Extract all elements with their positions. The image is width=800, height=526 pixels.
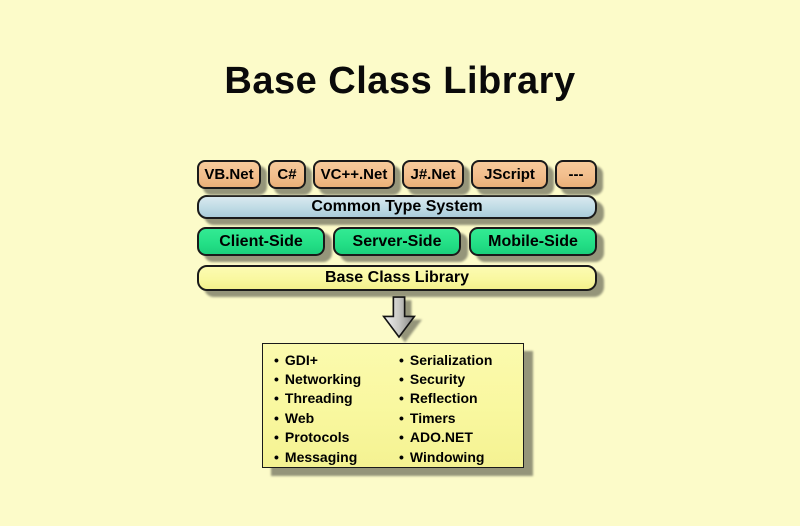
feature-item: • Reflection (399, 389, 492, 408)
feature-item: • Messaging (274, 447, 399, 466)
bullet-icon: • (274, 448, 279, 465)
side-box-mobile: Mobile-Side (469, 227, 597, 256)
feature-item: • Windowing (399, 447, 492, 466)
feature-item: • GDI+ (274, 350, 399, 369)
side-box-server: Server-Side (333, 227, 461, 256)
feature-label: Timers (409, 409, 456, 426)
feature-item: • Protocols (274, 428, 399, 447)
bullet-icon: • (274, 351, 279, 368)
feature-item: • Timers (399, 408, 492, 427)
features-right-column: • Serialization • Security • Reflection • Ti… (399, 350, 492, 467)
bullet-icon: • (399, 390, 404, 407)
bullet-icon: • (274, 390, 279, 407)
feature-label: GDI+ (284, 351, 318, 368)
feature-label: Serialization (409, 351, 493, 368)
lang-box-vcpp: VC++.Net (313, 160, 395, 189)
lang-box-csharp: C# (268, 160, 306, 189)
feature-label: Threading (284, 390, 353, 407)
feature-item: • Serialization (399, 350, 492, 369)
side-box-client: Client-Side (197, 227, 325, 256)
feature-label: Reflection (409, 390, 478, 407)
feature-label: Protocols (284, 429, 350, 446)
down-arrow-icon (382, 296, 416, 339)
bullet-icon: • (399, 448, 404, 465)
language-row: VB.Net C# VC++.Net J#.Net JScript --- (197, 160, 597, 189)
feature-label: Windowing (409, 448, 485, 465)
feature-item: • Security (399, 369, 492, 388)
feature-label: Security (409, 371, 466, 388)
feature-label: ADO.NET (409, 429, 473, 446)
architecture-stack: VB.Net C# VC++.Net J#.Net JScript --- Co… (197, 160, 597, 291)
features-box: • GDI+ • Networking • Threading • Web • Proto… (262, 343, 524, 468)
feature-item: • Threading (274, 389, 399, 408)
side-row: Client-Side Server-Side Mobile-Side (197, 227, 597, 256)
feature-item: • ADO.NET (399, 428, 492, 447)
lang-box-jscript: JScript (471, 160, 548, 189)
lang-box-more: --- (555, 160, 597, 189)
page-title: Base Class Library (224, 60, 576, 102)
common-type-system-bar: Common Type System (197, 195, 597, 219)
feature-label: Web (284, 409, 315, 426)
feature-item: • Networking (274, 369, 399, 388)
features-left-column: • GDI+ • Networking • Threading • Web • Proto… (274, 350, 399, 467)
bullet-icon: • (399, 351, 404, 368)
bullet-icon: • (399, 429, 404, 446)
feature-label: Messaging (284, 448, 358, 465)
feature-item: • Web (274, 408, 399, 427)
base-class-library-bar: Base Class Library (197, 265, 597, 291)
lang-box-jsharp: J#.Net (402, 160, 464, 189)
bullet-icon: • (399, 409, 404, 426)
feature-label: Networking (284, 371, 362, 388)
bullet-icon: • (399, 371, 404, 388)
bullet-icon: • (274, 429, 279, 446)
bullet-icon: • (274, 409, 279, 426)
bullet-icon: • (274, 371, 279, 388)
lang-box-vbnet: VB.Net (197, 160, 261, 189)
